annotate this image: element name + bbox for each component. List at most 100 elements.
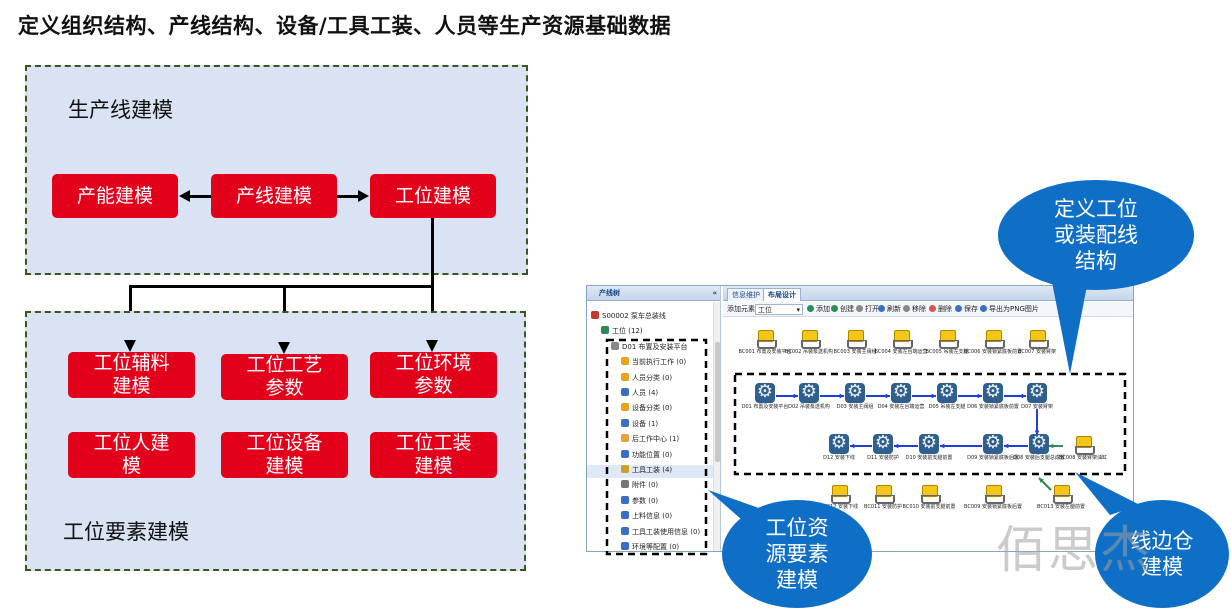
node-label: BC013 安装左腿前置 [1037, 504, 1085, 510]
watermark: 佰思杰 [996, 521, 1152, 579]
line-tree-header: 产线树 « [587, 286, 720, 301]
cart-node[interactable]: BC007 安装臂架 [1017, 328, 1057, 356]
cart-icon [937, 328, 959, 349]
tab-bar: 信息维护 布局设计 [723, 286, 1133, 301]
node-label: BC007 安装臂架 [1018, 349, 1056, 355]
add-element-label: 添加元素: [727, 305, 758, 313]
tab-layout-design[interactable]: 布局设计 [763, 288, 801, 301]
tree-node[interactable]: S00002 泵车总装线 [591, 310, 666, 322]
cart-icon [891, 328, 913, 349]
toolbar-button-label: 刷新 [887, 305, 901, 313]
warehouse-bubble-tail [1075, 472, 1140, 515]
toolbar-button-label: 删除 [938, 305, 952, 313]
cart-node[interactable]: BC012 安装下线 [819, 483, 859, 511]
toolbar-button[interactable]: 创建 [831, 302, 854, 317]
toolbar-button-icon [929, 305, 936, 312]
arrow-line-to-capacity [190, 195, 211, 198]
node-label: BC006 安装锁紧底板前置 [964, 349, 1022, 355]
cart-node[interactable]: BC009 安装锁紧底板后置 [964, 483, 1022, 511]
resource-modeling-bubble: 工位资 源要素 建模 [722, 500, 872, 608]
station-fixture-box: 工位工装 建模 [370, 432, 497, 478]
production-line-zone-label: 生产线建模 [68, 98, 173, 122]
toolbar-button-icon [980, 305, 987, 312]
toolbar-button[interactable]: 打开 [856, 302, 879, 317]
branch-horizontal [129, 285, 434, 288]
toolbar-button-icon [856, 305, 863, 312]
cart-icon [755, 328, 777, 349]
toolbar-button-icon [831, 305, 838, 312]
toolbar-button-icon [955, 305, 962, 312]
cart-icon [983, 328, 1005, 349]
toolbar-button-label: 创建 [840, 305, 854, 313]
toolbar-button-icon [878, 305, 885, 312]
arrowhead-env [426, 340, 438, 352]
cart-node[interactable]: BC006 安装锁紧底板前置 [964, 328, 1022, 356]
cart-icon [873, 483, 895, 504]
toolbar-button[interactable]: 导出为PNG图片 [980, 302, 1039, 317]
node-label: BC009 安装锁紧底板后置 [964, 504, 1022, 510]
station-equipment-box: 工位设备 建模 [221, 432, 348, 478]
element-type-select[interactable]: 工位▾ [755, 304, 803, 315]
station-element-zone-label: 工位要素建模 [63, 520, 189, 544]
node-label: BC001 布置及安装平台 [738, 349, 792, 355]
station-aux-box: 工位辅料 建模 [68, 352, 195, 398]
define-station-bubble: 定义工位 或装配线 结构 [998, 180, 1194, 290]
production-line-zone [25, 65, 528, 275]
material-arrow-head [1039, 478, 1044, 483]
toolbar-button[interactable]: 添加 [807, 302, 830, 317]
toolbar-button[interactable]: 保存 [955, 302, 978, 317]
station-process-box: 工位工艺 参数 [221, 354, 348, 400]
toolbar-button-label: 打开 [865, 305, 879, 313]
cart-icon [829, 483, 851, 504]
arrowhead-capacity [179, 190, 190, 202]
toolbar-button[interactable]: 刷新 [878, 302, 901, 317]
cart-icon [1027, 328, 1049, 349]
cart-icon [919, 483, 941, 504]
node-label: BC011 安装防护 [864, 504, 902, 510]
arrow-line-to-station [337, 195, 359, 198]
toolbar-button-label: 导出为PNG图片 [989, 305, 1039, 313]
line-tree-title: 产线树 [599, 289, 620, 297]
cart-node[interactable]: BC010 安装前支腿前置 [903, 483, 955, 511]
cart-node[interactable]: BC004 安装左台端运营 [875, 328, 927, 356]
cart-node[interactable]: BC005 吊装左支腿 [926, 328, 968, 356]
station-people-box: 工位人建 模 [68, 432, 195, 478]
define-bubble-tail [1050, 270, 1090, 374]
cart-icon [983, 483, 1005, 504]
warehouse-modeling-bubble: 线边仓 建模 [1095, 500, 1229, 608]
page-title: 定义组织结构、产线结构、设备/工具工装、人员等生产资源基础数据 [18, 14, 672, 38]
toolbar-button[interactable]: 移除 [903, 302, 926, 317]
tree-node[interactable]: 工位 (12) [601, 325, 643, 337]
cart-node[interactable]: BC002 吊装泵送机构 [785, 328, 833, 356]
station-down-connector [431, 218, 434, 288]
toolbar-button-label: 添加 [816, 305, 830, 313]
cart-node[interactable]: BC013 安装左腿前置 [1037, 483, 1085, 511]
arrowhead-station [358, 190, 369, 202]
tree-node-icon [601, 326, 609, 335]
cart-node[interactable]: BC011 安装防护 [863, 483, 903, 511]
collapse-icon[interactable]: « [712, 289, 717, 297]
capacity-modeling-box: 产能建模 [52, 174, 178, 218]
station-modeling-box: 工位建模 [370, 174, 496, 218]
cart-node[interactable]: BC003 安装主阀组 [834, 328, 876, 356]
arrowhead-process [278, 342, 290, 354]
toolbar-button-icon [807, 305, 814, 312]
toolbar-button-icon [903, 305, 910, 312]
node-label: BC010 安装前支腿前置 [902, 504, 956, 510]
cart-icon [799, 328, 821, 349]
node-label: BC012 安装下线 [820, 504, 858, 510]
node-label: BC005 吊装左支腿 [925, 349, 969, 355]
tree-node-icon [591, 311, 599, 319]
tree-scrollbar-thumb[interactable] [715, 342, 720, 462]
toolbar-button[interactable]: 删除 [929, 302, 952, 317]
station-env-box: 工位环境 参数 [370, 352, 497, 398]
tree-node-label: S00002 泵车总装线 [602, 312, 666, 320]
cart-icon [845, 328, 867, 349]
cart-node[interactable]: BC001 布置及安装平台 [739, 328, 791, 356]
tree-scrollbar[interactable] [713, 302, 720, 551]
toolbar-button-label: 移除 [912, 305, 926, 313]
layout-toolbar: 添加元素: 工位▾ 添加 创建 打开刷新 移除 删除保存 导出为PNG图片 [723, 302, 1133, 317]
line-modeling-box: 产线建模 [211, 174, 337, 218]
arrowhead-aux [124, 340, 136, 352]
node-label: BC004 安装左台端运营 [874, 349, 928, 355]
